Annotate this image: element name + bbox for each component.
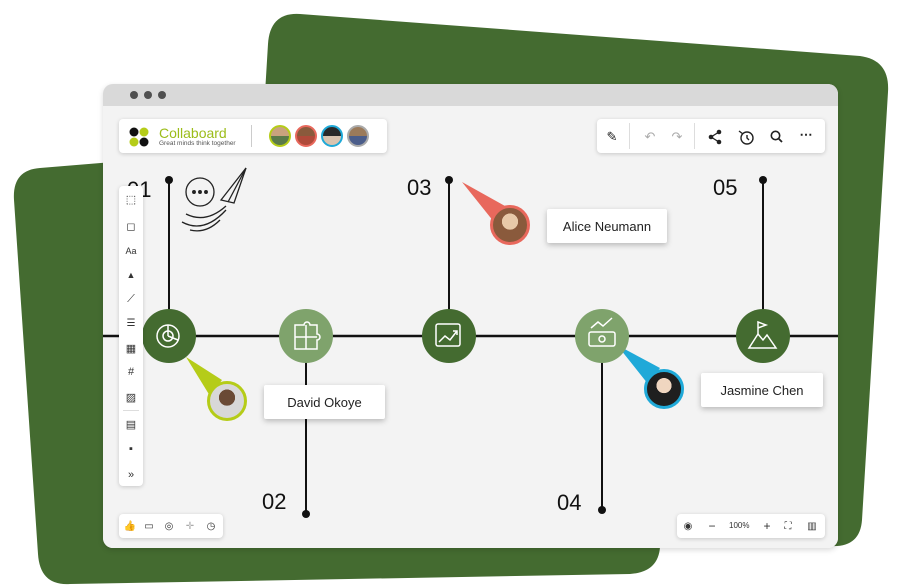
expand-icon[interactable]: » (127, 469, 135, 481)
share-icon[interactable] (707, 129, 723, 145)
milestone-04-node (575, 309, 629, 363)
stem-01-dot (165, 176, 173, 184)
map-icon[interactable]: ▥ (807, 520, 817, 532)
toolbar-divider (694, 123, 695, 149)
chat-paper-plane-doodle (181, 167, 247, 232)
comment-icon[interactable]: ▪ (129, 443, 133, 455)
zoom-level[interactable]: 100% (729, 521, 750, 530)
milestone-number-03: 03 (407, 175, 432, 200)
collaborator-avatar[interactable] (269, 125, 291, 147)
search-icon[interactable] (769, 129, 785, 145)
connector-icon[interactable]: ⟋ (127, 292, 135, 305)
zoom-out-button[interactable]: − (708, 519, 716, 533)
stem-05-dot (759, 176, 767, 184)
zoom-toolbar (677, 514, 825, 538)
magic-wand-icon[interactable]: ✎ (606, 129, 618, 144)
window-dot[interactable] (144, 91, 152, 99)
alice-avatar[interactable] (490, 205, 530, 245)
text-icon[interactable]: Aa (125, 246, 137, 256)
milestone-number-02: 02 (262, 489, 287, 514)
puzzle-icon (294, 321, 321, 350)
list-icon[interactable]: ☰ (126, 317, 136, 329)
pie-chart-icon (156, 324, 180, 348)
compass-icon[interactable]: ◉ (683, 520, 693, 532)
milestone-01-node (142, 309, 196, 363)
brand-title: Collaboard (159, 125, 227, 141)
milestone-number-05: 05 (713, 175, 738, 200)
david-name-card: David Okoye (264, 385, 385, 419)
undo-icon[interactable]: ↶ (644, 129, 656, 144)
growth-chart-icon (435, 323, 461, 347)
frame-icon[interactable]: # (127, 366, 135, 378)
timer-icon[interactable] (737, 128, 755, 146)
sticky-note-icon[interactable]: ◻ (126, 220, 136, 233)
zoom-in-button[interactable]: + (763, 519, 771, 533)
left-toolbar (119, 186, 143, 486)
alice-name-card: Alice Neumann (547, 209, 667, 243)
move-icon[interactable]: ✛ (185, 520, 195, 532)
milestone-03-node (422, 309, 476, 363)
milestone-02-node (279, 309, 333, 363)
left-toolbar-divider (123, 410, 139, 411)
focus-icon[interactable]: ◎ (164, 520, 174, 532)
thumbs-up-icon[interactable]: 👍 (123, 520, 137, 532)
fit-screen-icon[interactable]: ⛶ (784, 520, 792, 532)
jasmine-name-card: Jasmine Chen (701, 373, 823, 407)
header-divider (251, 125, 252, 147)
david-avatar[interactable] (207, 381, 247, 421)
stopwatch-icon[interactable]: ◷ (206, 520, 216, 532)
presentation-icon[interactable]: ▭ (144, 520, 154, 532)
app-window (103, 84, 838, 548)
collaborator-avatar[interactable] (295, 125, 317, 147)
jasmine-avatar[interactable] (644, 369, 684, 409)
milestone-05-node (736, 309, 790, 363)
mountain-flag-icon (747, 320, 778, 349)
collaborator-avatar[interactable] (321, 125, 343, 147)
redo-icon[interactable]: ↷ (671, 129, 683, 144)
stem-04-dot (598, 506, 606, 514)
table-icon[interactable]: ▦ (125, 342, 137, 355)
stem-03-dot (445, 176, 453, 184)
shapes-icon[interactable]: ▲ (126, 270, 136, 280)
template-icon[interactable]: ▤ (125, 418, 137, 431)
money-growth-icon (588, 317, 616, 347)
image-icon[interactable]: ▨ (125, 391, 137, 404)
window-dot[interactable] (130, 91, 138, 99)
more-icon[interactable]: ⋯ (799, 127, 813, 142)
bottom-left-toolbar (119, 514, 223, 538)
collaborator-avatar[interactable] (347, 125, 369, 147)
window-titlebar (103, 84, 838, 106)
brand-tagline: Great minds think together (159, 140, 236, 147)
toolbar-divider (629, 123, 630, 149)
select-icon[interactable]: ⬚ (125, 193, 137, 206)
window-dot[interactable] (158, 91, 166, 99)
milestone-number-04: 04 (557, 490, 582, 515)
stem-02-dot (302, 510, 310, 518)
collaboard-logo-icon[interactable] (129, 127, 149, 147)
